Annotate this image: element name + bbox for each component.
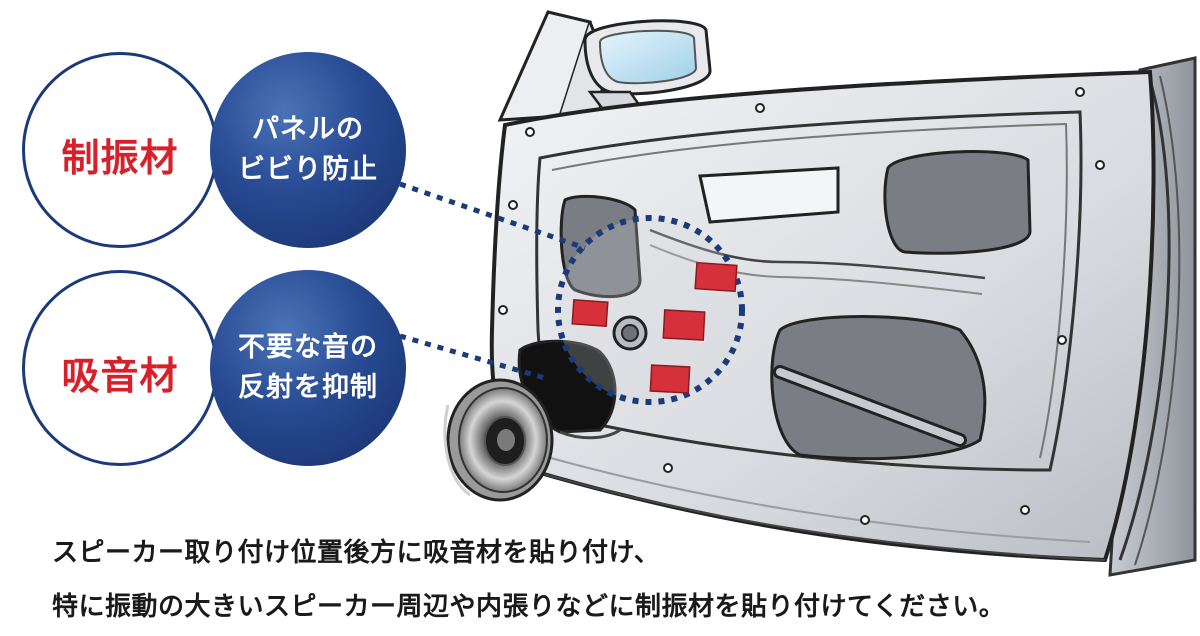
damping-material-label: 制振材	[61, 136, 179, 180]
absorbing-effect-circle: 不要な音の 反射を抑制	[210, 270, 406, 466]
absorbing-effect-line-1: 不要な音の	[238, 332, 378, 363]
caption-line-1: スピーカー取り付け位置後方に吸音材を貼り付け、	[52, 538, 661, 568]
absorbing-material-circle: 吸音材	[22, 270, 218, 466]
side-mirror-icon	[583, 19, 712, 114]
damping-effect-line-1: パネルの	[252, 114, 364, 145]
damping-material-circle: 制振材	[22, 52, 218, 248]
absorbing-effect-line-2: 反射を抑制	[238, 372, 378, 403]
damping-effect-circle: パネルの ビビり防止	[210, 52, 406, 248]
speaker-icon	[443, 378, 554, 502]
absorbing-material-label: 吸音材	[61, 354, 179, 398]
damping-effect-line-2: ビビり防止	[238, 154, 378, 185]
caption-line-2: 特に振動の大きいスピーカー周辺や内張りなどに制振材を貼り付けてください。	[52, 592, 1006, 622]
damping-pad-icon	[571, 261, 738, 394]
